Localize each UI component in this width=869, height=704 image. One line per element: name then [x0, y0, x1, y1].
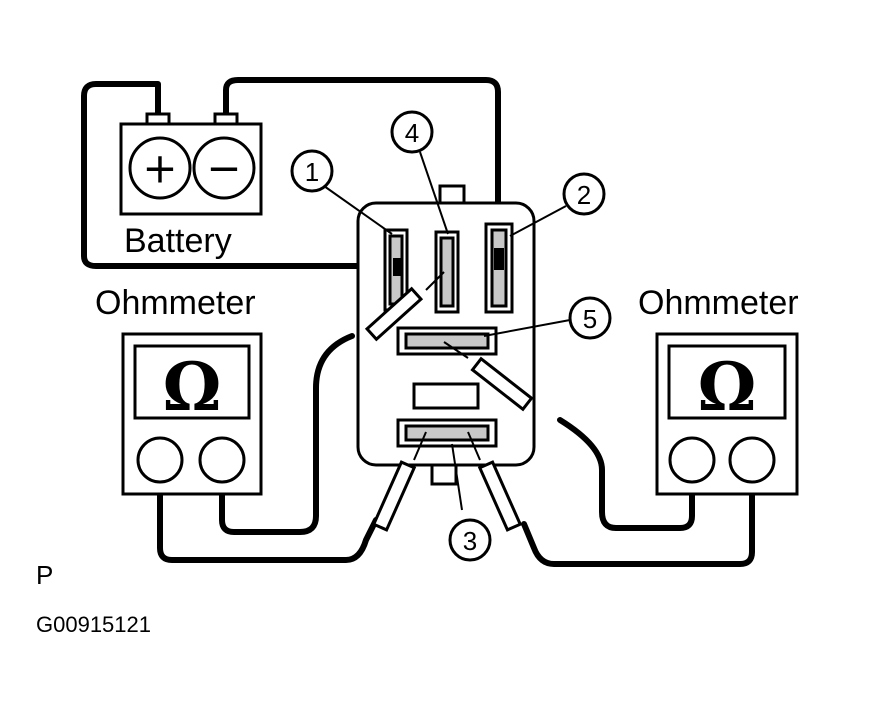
probe-terminal-3-left [371, 431, 427, 532]
callout-4-number: 4 [405, 118, 419, 148]
ohmmeter-right-label: Ohmmeter [638, 284, 799, 322]
figure-id: G00915121 [36, 612, 151, 637]
callout-5-number: 5 [583, 304, 597, 334]
callout-1-number: 1 [305, 157, 319, 187]
callout-5 [568, 296, 612, 340]
battery-negative-terminal [192, 136, 256, 200]
terminal-5-blade [404, 332, 490, 350]
wire-battery-positive [81, 81, 401, 269]
wire-left-ohmmeter-lead-a [219, 333, 355, 535]
ohm-icon: Ω [163, 348, 222, 426]
ohmmeter-right-display [667, 344, 787, 420]
terminal-3-blade [404, 424, 490, 442]
wire-left-ohmmeter-lead-b [157, 491, 379, 563]
ohmmeter-right-jack-1 [668, 436, 716, 484]
ohmmeter-left-jack-1 [136, 436, 184, 484]
probe-terminal-3-right [467, 431, 523, 532]
callout-1 [290, 149, 334, 193]
battery-positive-terminal [128, 136, 192, 200]
callout-2-number: 2 [577, 180, 591, 210]
probe-terminal-4 [364, 271, 445, 342]
callout-3-number: 3 [463, 526, 477, 556]
clip-terminal-1 [393, 258, 403, 276]
terminal-4-blade [439, 236, 455, 308]
clip-terminal-2 [494, 248, 504, 270]
ohmmeter-left-display [133, 344, 251, 420]
ohmmeter-left-label: Ohmmeter [95, 284, 256, 322]
ohmmeter-right: Ω [655, 332, 799, 496]
callout-4 [390, 110, 434, 154]
probe-terminal-5 [443, 341, 534, 412]
wire-battery-negative [223, 77, 501, 265]
plus-icon: + [142, 144, 177, 193]
battery-label: Battery [124, 222, 232, 260]
ohmmeter-left-jack-2 [198, 436, 246, 484]
view-code: P [36, 560, 53, 590]
wire-right-ohmmeter-lead-a [521, 491, 755, 567]
callout-2 [562, 172, 606, 216]
ohmmeter-right-jack-2 [728, 436, 776, 484]
wire-right-ohmmeter-lead-b [557, 417, 695, 531]
callout-3 [448, 518, 492, 562]
relay-recess [412, 382, 480, 410]
ohm-icon: Ω [698, 348, 757, 426]
minus-icon: − [206, 144, 241, 193]
ohmmeter-left: Ω [121, 332, 263, 496]
battery: + − [119, 112, 263, 216]
